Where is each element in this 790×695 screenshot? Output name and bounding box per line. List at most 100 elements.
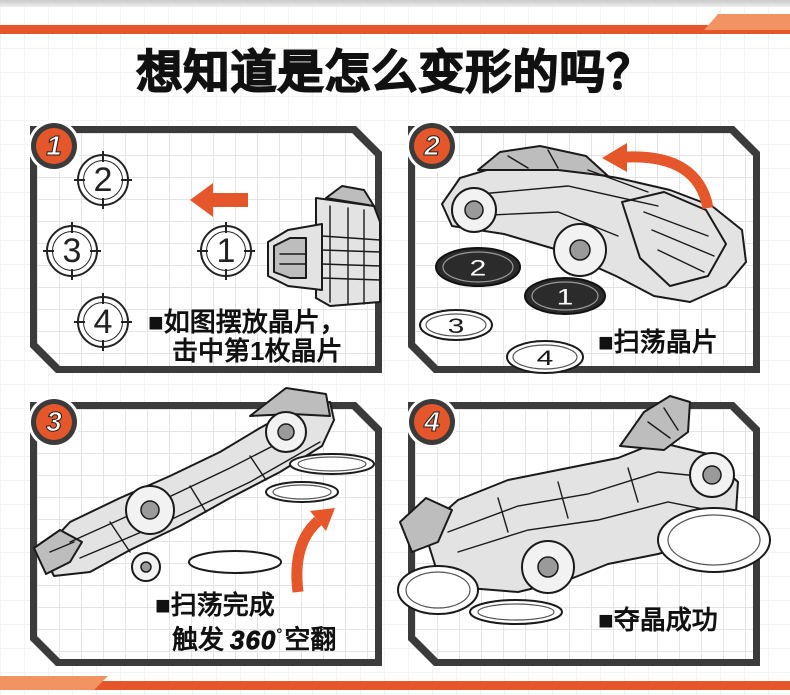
lower-wheel-hub — [140, 561, 152, 573]
flip-prefix: 触发 — [172, 624, 225, 655]
disc-body — [506, 340, 584, 374]
chip-4: 4 — [74, 293, 132, 351]
step-1-panel: 2 3 1 4 ■如图摆放晶片， 击中第1枚晶片 1 — [30, 123, 382, 373]
top-accent-bar — [0, 25, 790, 34]
car-cabin — [477, 145, 609, 177]
top-wheel-hub — [277, 423, 295, 441]
mid-wheel-hub — [140, 500, 160, 520]
disc-body — [524, 277, 606, 315]
step-1-illustration — [190, 183, 381, 307]
left-disc-ring — [405, 571, 471, 609]
chip-2-disc: 2 — [435, 247, 521, 287]
car-panel-lines — [279, 205, 381, 305]
car-panel-lines — [49, 431, 321, 559]
bottom-accent-tab — [0, 676, 108, 690]
top-gray-strip — [0, 0, 790, 7]
bottom-accent-bar — [0, 681, 790, 690]
disc-body — [419, 309, 493, 341]
flip-suffix: 空翻 — [284, 624, 337, 655]
badge-core: 1 — [36, 128, 72, 164]
flipping-robot-car — [33, 387, 375, 582]
right-disc — [657, 507, 771, 573]
badge-core: 4 — [414, 404, 450, 440]
chip-tick-horizontal — [197, 250, 255, 252]
chip-number: 2 — [93, 161, 113, 199]
chip-tick-horizontal — [74, 321, 132, 323]
lower-wheel-hub — [537, 556, 559, 578]
step-4-panel: ■夺晶成功 4 — [397, 395, 771, 666]
rear-wheel-hub — [464, 200, 484, 220]
step-4-caption: ■夺晶成功 — [598, 605, 718, 635]
left-disc — [397, 565, 479, 615]
side-disc-upper-ring — [297, 456, 367, 472]
top-right-wheel-hub — [702, 465, 722, 485]
curved-arrow-icon — [291, 508, 335, 593]
car-top-fin — [325, 185, 375, 207]
bottom-disc-ring — [477, 603, 555, 621]
chip-3: 3 — [43, 222, 101, 280]
step-1-caption-line-2: 击中第1枚晶片 — [172, 336, 343, 366]
car-jaws — [33, 529, 83, 575]
flip-degrees: 360 — [230, 624, 277, 655]
top-accent-tab — [704, 14, 790, 30]
chip-number: 4 — [93, 303, 113, 341]
badge-core: 3 — [36, 404, 72, 440]
arrow-shaft — [625, 151, 714, 210]
step-2-caption: ■扫荡晶片 — [598, 327, 718, 357]
chip-number: 1 — [216, 232, 236, 270]
arrow-shaft — [291, 516, 322, 593]
side-disc-lower-ring — [272, 484, 332, 500]
chip-2: 2 — [74, 151, 132, 209]
car-panel-lines — [457, 149, 715, 273]
step-3-badge: 3 — [31, 399, 77, 445]
robot-panel-lines — [447, 407, 719, 553]
chip-1-disc: 1 — [524, 277, 606, 315]
step-2-illustration: 2 1 3 4 — [419, 143, 747, 374]
disc-ring — [442, 251, 514, 283]
step-4-illustration — [397, 395, 771, 625]
disc-ring — [512, 344, 578, 370]
step-2-panel: 2 1 3 4 — [408, 123, 760, 374]
robot-with-chips — [397, 395, 771, 625]
car-nose-cap — [273, 237, 307, 279]
front-wheel-hub — [569, 239, 591, 261]
curved-arrow-icon — [602, 143, 714, 210]
step-number: 1 — [46, 130, 63, 161]
robot-car-front — [267, 185, 381, 307]
disc-number: 1 — [557, 284, 574, 309]
step-4-badge: 4 — [409, 399, 455, 445]
robot-jaws — [399, 497, 453, 553]
disc-body — [435, 247, 521, 287]
chip-1: 1 — [197, 222, 255, 280]
step-1-badge: 1 — [31, 123, 77, 169]
disc-ring — [425, 313, 487, 337]
disc-number: 2 — [470, 255, 487, 280]
step-1-caption-line-1: ■如图摆放晶片， — [148, 307, 346, 337]
disc-number: 3 — [448, 313, 465, 338]
step-number: 4 — [424, 406, 441, 437]
disc-ring — [531, 281, 599, 311]
chip-number: 3 — [62, 232, 82, 270]
robot-fin — [619, 395, 691, 451]
arrow-head — [602, 143, 627, 172]
chip-tick-horizontal — [43, 250, 101, 252]
badge-core: 2 — [414, 128, 450, 164]
degree-sign: ° — [276, 626, 283, 643]
chip-tick-horizontal — [74, 179, 132, 181]
step-2-badge: 2 — [409, 123, 455, 169]
chip-3-disc: 3 — [419, 309, 493, 341]
robot-car-side — [441, 145, 747, 303]
page-title: 想知道是怎么变形的吗？ — [136, 45, 654, 99]
chip-4-disc: 4 — [506, 340, 584, 374]
lower-blade-disc — [188, 550, 282, 574]
car-body — [41, 401, 335, 577]
step-number: 2 — [424, 130, 441, 161]
disc-number: 4 — [537, 345, 554, 370]
arrow-head — [310, 508, 335, 531]
step-3-illustration — [33, 387, 375, 593]
step-number: 3 — [46, 406, 63, 437]
right-disc-ring — [667, 514, 761, 566]
arrow-left-icon — [190, 183, 248, 217]
